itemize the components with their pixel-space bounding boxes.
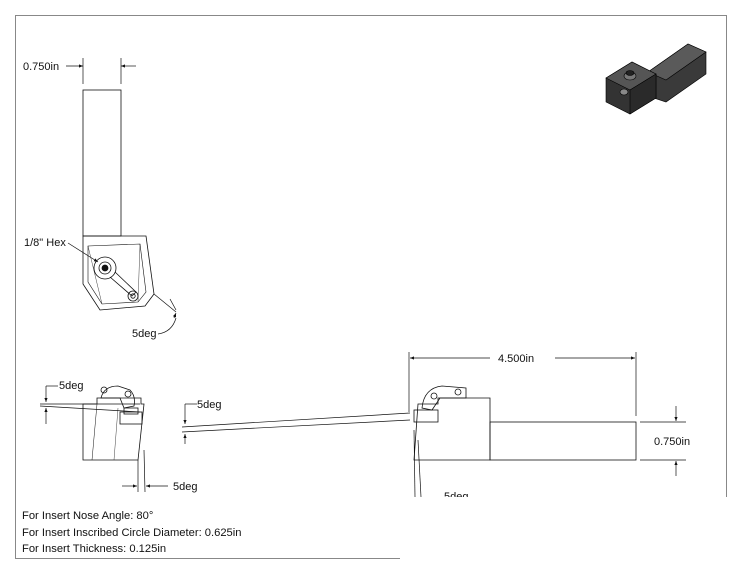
front-view-top-angle-dim <box>39 385 141 424</box>
side-view-head <box>413 397 491 461</box>
side-view-height-label: 0.750in <box>654 436 690 448</box>
side-view-angle-label: 5deg <box>197 399 221 411</box>
front-view-body <box>82 397 145 461</box>
hex-leader <box>67 242 99 263</box>
front-view-bottom-angle-dim <box>122 449 168 493</box>
clamp-arm <box>109 271 137 297</box>
top-view-head <box>82 235 155 311</box>
side-view-angle-dim <box>181 403 411 444</box>
side-view-clamp <box>421 385 467 411</box>
side-view-height-dim <box>640 406 686 476</box>
front-view-top-angle-label: 5deg <box>59 380 83 392</box>
isometric-view <box>605 43 707 115</box>
note-thickness: For Insert Thickness: 0.125in <box>22 543 167 555</box>
front-view-insert <box>119 411 143 425</box>
side-view-length-dim <box>408 352 637 416</box>
top-view-width-dim <box>66 58 136 84</box>
front-view <box>82 385 145 461</box>
top-view <box>82 89 155 311</box>
side-view-insert <box>413 409 439 423</box>
hex-label: 1/8" Hex <box>24 237 66 249</box>
front-view-bottom-angle-label: 5deg <box>173 481 197 493</box>
side-view-shank <box>489 421 637 461</box>
note-nose-angle: For Insert Nose Angle: 80° <box>22 510 154 522</box>
note-inscribed-circle: For Insert Inscribed Circle Diameter: 0.… <box>22 526 242 539</box>
side-view-partial-dim <box>413 429 422 498</box>
sheet-border <box>15 15 727 559</box>
top-view-angle-dim <box>153 293 177 335</box>
top-view-shank <box>82 89 122 237</box>
side-view <box>413 385 637 461</box>
notes-block: For Insert Nose Angle: 80° For Insert In… <box>22 508 241 558</box>
hex-screw <box>93 256 117 280</box>
top-view-width-label: 0.750in <box>23 61 59 73</box>
clipped-region <box>400 497 730 559</box>
front-view-clamp <box>100 385 135 409</box>
side-view-partial-label: 5deg <box>444 491 468 503</box>
top-view-angle-label: 5deg <box>132 328 156 340</box>
side-view-length-label: 4.500in <box>498 353 534 365</box>
